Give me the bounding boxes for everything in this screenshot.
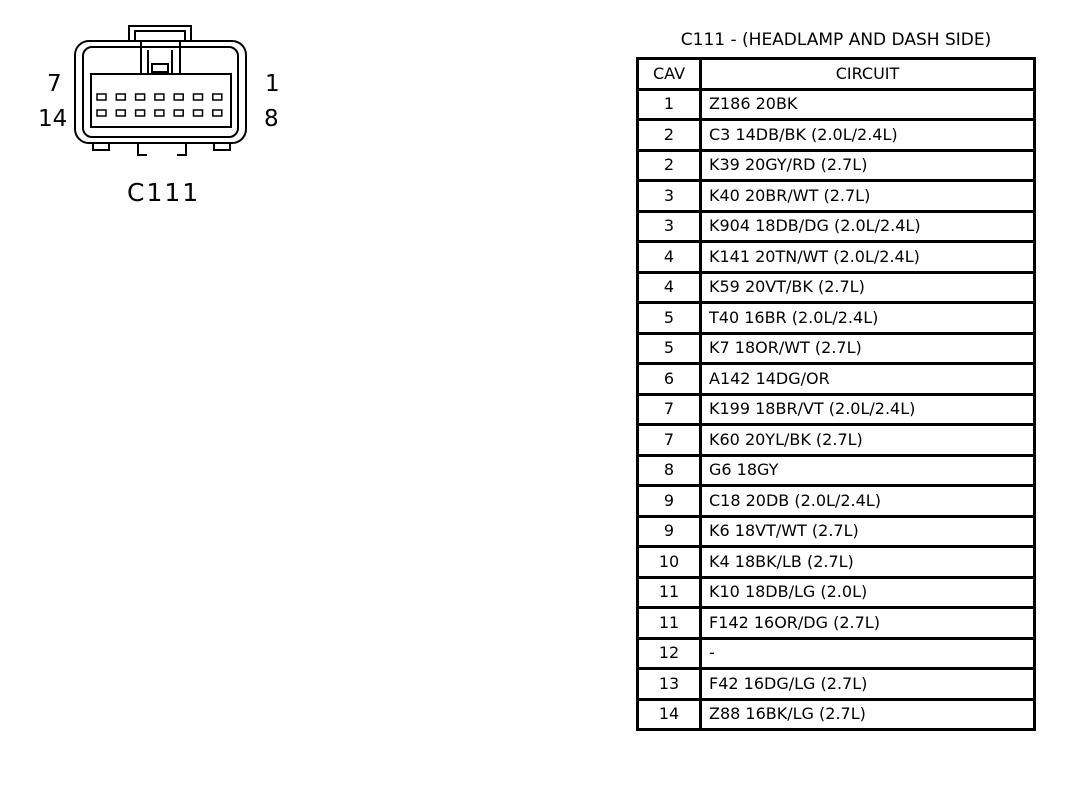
cav-cell: 2: [636, 148, 702, 182]
circuit-cell: C18 20DB (2.0L/2.4L): [699, 484, 1036, 518]
circuit-cell: F142 16OR/DG (2.7L): [699, 606, 1036, 640]
circuit-cell: K59 20VT/BK (2.7L): [699, 270, 1036, 304]
pin-label-top-left: 7: [47, 71, 62, 97]
circuit-cell: Z88 16BK/LG (2.7L): [699, 697, 1036, 731]
cav-cell: 4: [636, 240, 702, 274]
circuit-cell: K7 18OR/WT (2.7L): [699, 331, 1036, 365]
cav-cell: 11: [636, 606, 702, 640]
cav-cell: 3: [636, 209, 702, 243]
circuit-cell: K4 18BK/LB (2.7L): [699, 545, 1036, 579]
cav-cell: 7: [636, 423, 702, 457]
cav-cell: 7: [636, 392, 702, 426]
cav-cell: 9: [636, 484, 702, 518]
circuit-cell: A142 14DG/OR: [699, 362, 1036, 396]
circuit-cell: Z186 20BK: [699, 87, 1036, 121]
circuit-cell: K904 18DB/DG (2.0L/2.4L): [699, 209, 1036, 243]
circuit-cell: T40 16BR (2.0L/2.4L): [699, 301, 1036, 335]
connector-cavity: [115, 109, 127, 117]
circuit-cell: K199 18BR/VT (2.0L/2.4L): [699, 392, 1036, 426]
header-circuit: CIRCUIT: [699, 57, 1036, 91]
circuit-cell: G6 18GY: [699, 453, 1036, 487]
connector-cavity: [134, 109, 146, 117]
connector-cavity: [134, 93, 146, 101]
connector-cavity: [212, 109, 223, 117]
connector-cavity: [154, 109, 165, 117]
connector-cavity: [96, 109, 107, 117]
connector-foot: [92, 143, 110, 151]
connector-foot: [137, 143, 147, 156]
connector-foot: [213, 143, 231, 151]
table-title: C111 - (HEADLAMP AND DASH SIDE): [680, 30, 992, 50]
cav-cell: 5: [636, 331, 702, 365]
cav-cell: 14: [636, 697, 702, 731]
connector-inner-shell: [82, 46, 239, 138]
connector-cavity: [173, 109, 184, 117]
connector-latch: [128, 25, 192, 41]
connector-pin-field: [90, 73, 232, 128]
circuit-cell: K141 20TN/WT (2.0L/2.4L): [699, 240, 1036, 274]
cav-cell: 5: [636, 301, 702, 335]
connector-cavity: [115, 93, 127, 101]
circuit-cell: -: [699, 636, 1036, 670]
cav-cell: 9: [636, 514, 702, 548]
cav-cell: 13: [636, 667, 702, 701]
cav-cell: 2: [636, 118, 702, 152]
pin-label-top-right: 1: [265, 71, 280, 97]
connector-cavities: [96, 93, 223, 117]
connector-cavity: [154, 93, 165, 101]
circuit-cell: K40 20BR/WT (2.7L): [699, 179, 1036, 213]
circuit-cell: C3 14DB/BK (2.0L/2.4L): [699, 118, 1036, 152]
connector-cavity: [192, 109, 204, 117]
header-cav: CAV: [636, 57, 702, 91]
connector-name: C111: [127, 178, 200, 207]
connector-cavity: [212, 93, 223, 101]
cav-cell: 8: [636, 453, 702, 487]
pin-label-bottom-right: 8: [264, 106, 279, 132]
pin-label-bottom-left: 14: [38, 106, 67, 132]
cav-cell: 10: [636, 545, 702, 579]
cav-cell: 4: [636, 270, 702, 304]
connector-cavity: [96, 93, 107, 101]
circuit-cell: K6 18VT/WT (2.7L): [699, 514, 1036, 548]
connector-cavity: [192, 93, 204, 101]
connector-diagram: 7 14 1 8 C111: [38, 25, 280, 207]
cav-cell: 6: [636, 362, 702, 396]
connector-outer-shell: [74, 40, 247, 144]
circuit-cell: K10 18DB/LG (2.0L): [699, 575, 1036, 609]
cav-cell: 12: [636, 636, 702, 670]
table-header-row: CAV CIRCUIT: [636, 57, 1036, 91]
cav-cell: 3: [636, 179, 702, 213]
cav-cell: 11: [636, 575, 702, 609]
table-row: 12-: [636, 636, 1036, 670]
cav-cell: 1: [636, 87, 702, 121]
circuit-cell: K39 20GY/RD (2.7L): [699, 148, 1036, 182]
connector-cavity: [173, 93, 184, 101]
connector-foot: [177, 143, 187, 156]
circuit-cell: F42 16DG/LG (2.7L): [699, 667, 1036, 701]
circuit-cell: K60 20YL/BK (2.7L): [699, 423, 1036, 457]
